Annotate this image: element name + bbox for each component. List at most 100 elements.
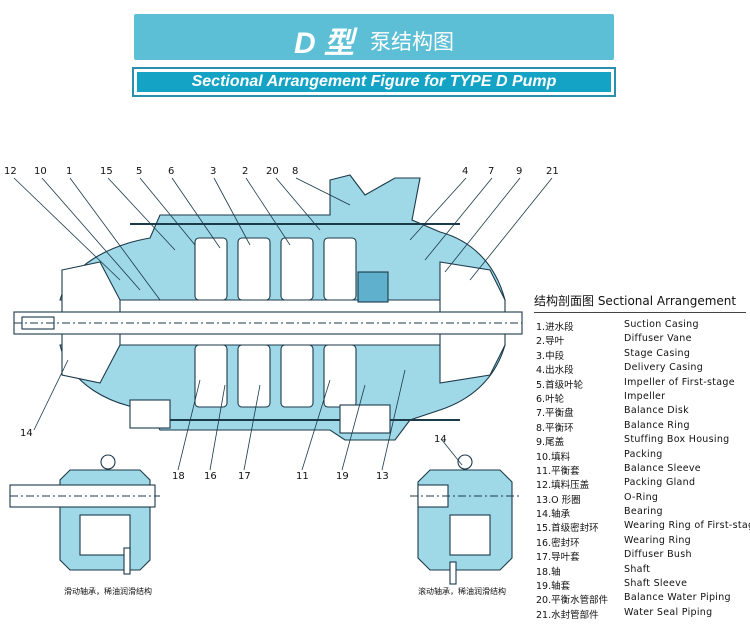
legend-item-zh: 13.O 形圈 [536, 494, 581, 506]
legend-item-en: Packing Gland [624, 477, 696, 489]
legend-item-zh: 20.平衡水管部件 [536, 595, 609, 607]
stage-chamber-3 [280, 237, 314, 301]
legend-item-en: Impeller [624, 390, 666, 402]
right-bearing-detail [410, 439, 520, 585]
legend-item: 16.密封环 Wearing Ring [534, 535, 746, 549]
legend-item-zh: 21.水封管部件 [536, 609, 599, 621]
legend-item-en: Water Seal Piping [624, 606, 713, 618]
legend-item-en: Diffuser Vane [624, 333, 692, 345]
legend-item-en: Wearing Ring of First-stage [624, 520, 750, 532]
legend-item: 17.导叶套 Diffuser Bush [534, 549, 746, 563]
legend-item-en: Balance Sleeve [624, 462, 701, 474]
legend-item: 12.填料压盖 Packing Gland [534, 477, 746, 491]
legend-item-en: Balance Disk [624, 405, 689, 417]
legend-item: 18.轴 Shaft [534, 564, 746, 578]
parts-legend: 结构剖面图 Sectional Arrangement 1.进水段 Suction… [534, 292, 750, 621]
callout-12: 12 [4, 166, 17, 177]
callout-13: 13 [376, 471, 389, 482]
note-sliding-bearing: 滑动轴承，稀油润滑结构 [64, 587, 152, 596]
callout-7: 7 [488, 166, 495, 177]
legend-item-en: Packing [624, 448, 663, 460]
subtitle-text: Sectional Arrangement Figure for TYPE D … [191, 73, 557, 90]
stage-chamber-8 [323, 344, 357, 408]
legend-item: 19.轴套 Shaft Sleeve [534, 578, 746, 592]
legend-item-zh: 17.导叶套 [536, 552, 580, 564]
legend-item-en: Stuffing Box Housing [624, 434, 730, 446]
legend-item-en: Shaft Sleeve [624, 578, 688, 590]
legend-heading: 结构剖面图 Sectional Arrangement [534, 292, 746, 313]
legend-item-zh: 18.轴 [536, 566, 561, 578]
legend-item-en: Balance Water Piping [624, 592, 731, 604]
callout-10: 10 [34, 166, 47, 177]
legend-item-en: Diffuser Bush [624, 549, 692, 561]
legend-item-zh: 1.进水段 [536, 322, 574, 333]
legend-item-en: Bearing [624, 506, 663, 518]
callout-6: 6 [168, 166, 175, 177]
legend-item-zh: 4.出水段 [536, 365, 574, 377]
legend-item-en: Wearing Ring [624, 534, 692, 546]
legend-item: 3.中段 Stage Casing [534, 348, 746, 362]
legend-item: 20.平衡水管部件 Balance Water Piping [534, 592, 746, 606]
callout-18: 18 [172, 471, 185, 482]
legend-item-zh: 8.平衡环 [536, 422, 574, 434]
legend-item-en: Impeller of First-stage [624, 376, 735, 388]
legend-item-en: O-Ring [624, 491, 659, 503]
legend-item: 13.O 形圈 O-Ring [534, 492, 746, 506]
callout-14-detail: 14 [434, 434, 447, 445]
legend-item-zh: 3.中段 [536, 350, 565, 362]
callout-21: 21 [546, 166, 559, 177]
legend-item-en: Balance Ring [624, 419, 690, 431]
legend-item: 2.导叶 Diffuser Vane [534, 333, 746, 347]
callout-leaders-top [13, 177, 553, 301]
callout-4: 4 [462, 166, 469, 177]
legend-item-en: Shaft [624, 563, 651, 575]
legend-item: 15.首级密封环 Wearing Ring of First-stage [534, 520, 750, 535]
legend-item-zh: 6.叶轮 [536, 393, 565, 405]
callout-9: 9 [516, 166, 523, 177]
callout-1: 1 [66, 166, 73, 177]
legend-item-zh: 9.尾盖 [536, 437, 565, 449]
left-bearing-detail [9, 454, 160, 575]
legend-item-zh: 19.轴套 [536, 581, 571, 593]
legend-item: 8.平衡环 Balance Ring [534, 420, 746, 434]
legend-item-en: Suction Casing [624, 319, 699, 330]
legend-item: 7.平衡盘 Balance Disk [534, 405, 746, 419]
callout-17: 17 [238, 471, 251, 482]
callout-20: 20 [266, 166, 279, 177]
legend-item: 6.叶轮 Impeller [534, 391, 746, 405]
legend-list: 1.进水段 Suction Casing 2.导叶 Diffuser Vane 3.中段… [534, 313, 750, 621]
callout-leaders-bottom [33, 359, 406, 471]
legend-item-en: Delivery Casing [624, 362, 704, 374]
callout-11: 11 [296, 471, 309, 482]
callout-15: 15 [100, 166, 113, 177]
callout-16: 16 [204, 471, 217, 482]
title-type: D 型 [294, 27, 354, 60]
subtitle-inner: Sectional Arrangement Figure for TYPE D … [137, 72, 611, 92]
stage-chamber-6 [237, 344, 271, 408]
legend-item-zh: 7.平衡盘 [536, 408, 574, 420]
legend-item-zh: 15.首级密封环 [536, 523, 599, 535]
legend-item-zh: 5.首级叶轮 [536, 379, 584, 391]
legend-item-zh: 12.填料压盖 [536, 480, 590, 492]
stage-chamber-1 [194, 237, 228, 301]
callout-19: 19 [336, 471, 349, 482]
callout-5: 5 [136, 166, 143, 177]
note-rolling-bearing: 滚动轴承，稀油润滑结构 [418, 587, 506, 596]
title-banner: D 型 泵结构图 [134, 14, 614, 60]
callout-14-main: 14 [20, 428, 33, 439]
legend-item-zh: 16.密封环 [536, 537, 580, 549]
legend-item: 9.尾盖 Stuffing Box Housing [534, 434, 746, 448]
legend-item-en: Stage Casing [624, 347, 691, 359]
stage-chamber-2 [237, 237, 271, 301]
stage-chamber-7 [280, 344, 314, 408]
legend-item-zh: 2.导叶 [536, 336, 565, 348]
casing-outline-upper [59, 174, 506, 301]
subtitle-banner: Sectional Arrangement Figure for TYPE D … [132, 67, 616, 97]
callout-3: 3 [210, 166, 217, 177]
title-chinese: 泵结构图 [370, 30, 454, 54]
stage-chamber-5 [194, 344, 228, 408]
